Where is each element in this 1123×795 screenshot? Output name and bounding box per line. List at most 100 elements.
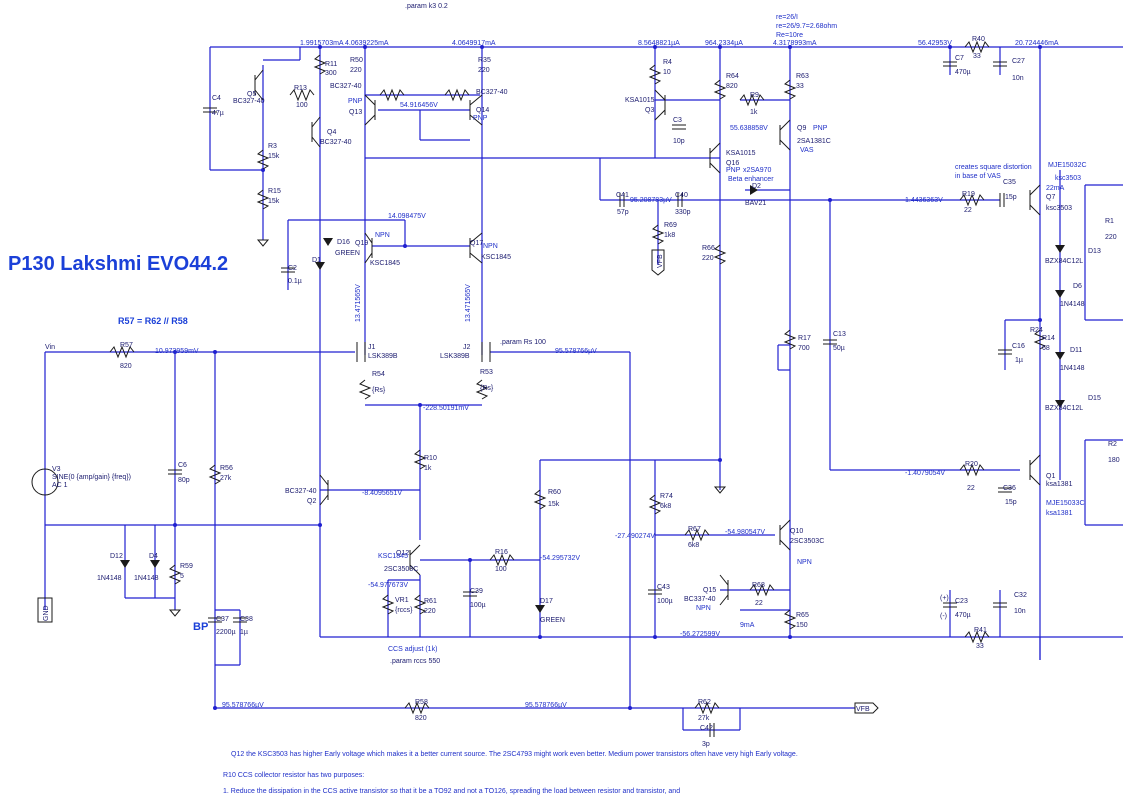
label-r68: R68: [752, 582, 765, 589]
label-c27v: 10n: [1012, 75, 1024, 82]
label-r57v: 820: [120, 363, 132, 370]
label-d6t: 1N4148: [1060, 301, 1085, 308]
label-beta: Beta enhancer: [728, 176, 774, 183]
label-pnp: PNP: [813, 125, 828, 132]
current-i10: 9mA: [740, 622, 755, 629]
label-npn: NPN: [483, 243, 498, 250]
label-q16t: KSA1015: [726, 150, 756, 157]
label-c42v: 3p: [702, 741, 710, 748]
label-c40: C40: [675, 192, 688, 199]
label-r65: R65: [796, 612, 809, 619]
label-pnp: PNP: [473, 115, 488, 122]
label-q19: Q19: [355, 240, 368, 247]
label-r3v: 15k: [268, 153, 280, 160]
label-d15: D15: [1088, 395, 1101, 402]
label-d11t: 1N4148: [1060, 365, 1085, 372]
label-c4v: 47µ: [212, 110, 224, 117]
wires: [44, 46, 1123, 731]
label-r35: R35: [478, 57, 491, 64]
label-ksa1381: ksa1381: [1046, 510, 1073, 517]
label-plus: (+): [940, 595, 949, 602]
label-r67v: 6k8: [688, 542, 699, 549]
current-i9: 22mA: [1046, 185, 1065, 192]
voltage-v6: 10.973959mV: [155, 348, 199, 355]
label-r16: R16: [495, 549, 508, 556]
label-d11: D11: [1070, 347, 1082, 354]
label-q7t: ksc3503: [1046, 205, 1072, 212]
label-c23: C23: [955, 598, 968, 605]
label-r17v: 700: [798, 345, 810, 352]
label-q15t: BC337-40: [684, 596, 716, 603]
voltage-v7: 95.578766µV: [555, 348, 597, 355]
label-r63v: 33: [796, 83, 804, 90]
label-r1: R1: [1105, 218, 1114, 225]
param-re2: re=26/9.7=2.68ohm: [776, 23, 837, 30]
label-r3: R3: [268, 143, 277, 150]
label-vr1v: {rccs}: [395, 607, 413, 614]
note-3: 1. Reduce the dissipation in the CCS act…: [223, 788, 680, 795]
label-d6: D6: [1073, 283, 1082, 290]
label-d13: D13: [1088, 248, 1101, 255]
label-q10t: 2SC3503C: [790, 538, 824, 545]
label-c13: C13: [833, 331, 846, 338]
voltage-v4: 13.471565V: [355, 284, 362, 322]
voltage-v2: 55.638858V: [730, 125, 768, 132]
label-npn: NPN: [797, 559, 812, 566]
label-q12n: KSC1845: [378, 553, 408, 560]
label-r66v: 220: [702, 255, 714, 262]
label-r14: R14: [1042, 335, 1055, 342]
label-r9: R9: [750, 92, 759, 99]
label-r9v: 1k: [750, 109, 758, 116]
voltage-v1: 54.916456V: [400, 102, 438, 109]
param-rs: .param Rs 100: [500, 339, 546, 346]
label-r61: R61: [424, 598, 437, 605]
label-square1: creates square distortion: [955, 164, 1032, 171]
label-npn: NPN: [696, 605, 711, 612]
label-d2: D2: [752, 183, 761, 190]
label-r17: R17: [798, 335, 811, 342]
param-k3: .param k3 0.2: [405, 3, 448, 10]
label-c37v: 2200µ: [216, 629, 236, 636]
label-r57: R57: [120, 342, 133, 349]
label-r2v: 180: [1108, 457, 1120, 464]
label-c2v: 0.1µ: [288, 278, 302, 285]
label-q3t: KSA1015: [625, 97, 655, 104]
label-r13: R13: [294, 85, 307, 92]
label-q15: Q15: [703, 587, 716, 594]
label-square2: in base of VAS: [955, 173, 1001, 180]
label-ccs: CCS adjust (1k): [388, 646, 437, 653]
label-c3: C3: [673, 117, 682, 124]
label-c7v: 470µ: [955, 69, 971, 76]
label-v3t: SINE(0 {amp/gain} {freq}): [52, 474, 131, 481]
label-c38: C38: [240, 616, 253, 623]
label-d2t: BAV21: [745, 200, 766, 207]
voltage-v17: -1.4079054V: [905, 470, 945, 477]
label-c16: C16: [1012, 343, 1025, 350]
label-vr1: VR1: [395, 597, 409, 604]
label-r50: R50: [350, 57, 363, 64]
label-r62: R62: [698, 699, 711, 706]
label-d17: D17: [540, 598, 553, 605]
label-vfb: VFB: [657, 254, 664, 268]
label-c43v: 100µ: [657, 598, 673, 605]
label-d4: D4: [149, 553, 158, 560]
label-r64: R64: [726, 73, 739, 80]
bp-label: BP: [193, 621, 208, 633]
label-r50v: 220: [350, 67, 362, 74]
label-c40v: 330p: [675, 209, 691, 216]
label-d12: D12: [110, 553, 123, 560]
current-i6: 4.3178993mA: [773, 40, 817, 47]
label-r54: R54: [372, 371, 385, 378]
label-c42: C42: [700, 725, 713, 732]
label-q16: Q16: [726, 160, 739, 167]
label-c36v: 15p: [1005, 499, 1017, 506]
label-d1: D1: [312, 257, 321, 264]
label-pnp: PNP: [348, 98, 363, 105]
label-c32: C32: [1014, 592, 1027, 599]
note-2: R10 CCS collector resistor has two purpo…: [223, 772, 364, 779]
label-q1: Q1: [1046, 473, 1055, 480]
label-c6: C6: [178, 462, 187, 469]
label-c13v: 50µ: [833, 345, 845, 352]
label-r64v: 820: [726, 83, 738, 90]
voltage-rail: 56.42953V: [918, 40, 952, 47]
